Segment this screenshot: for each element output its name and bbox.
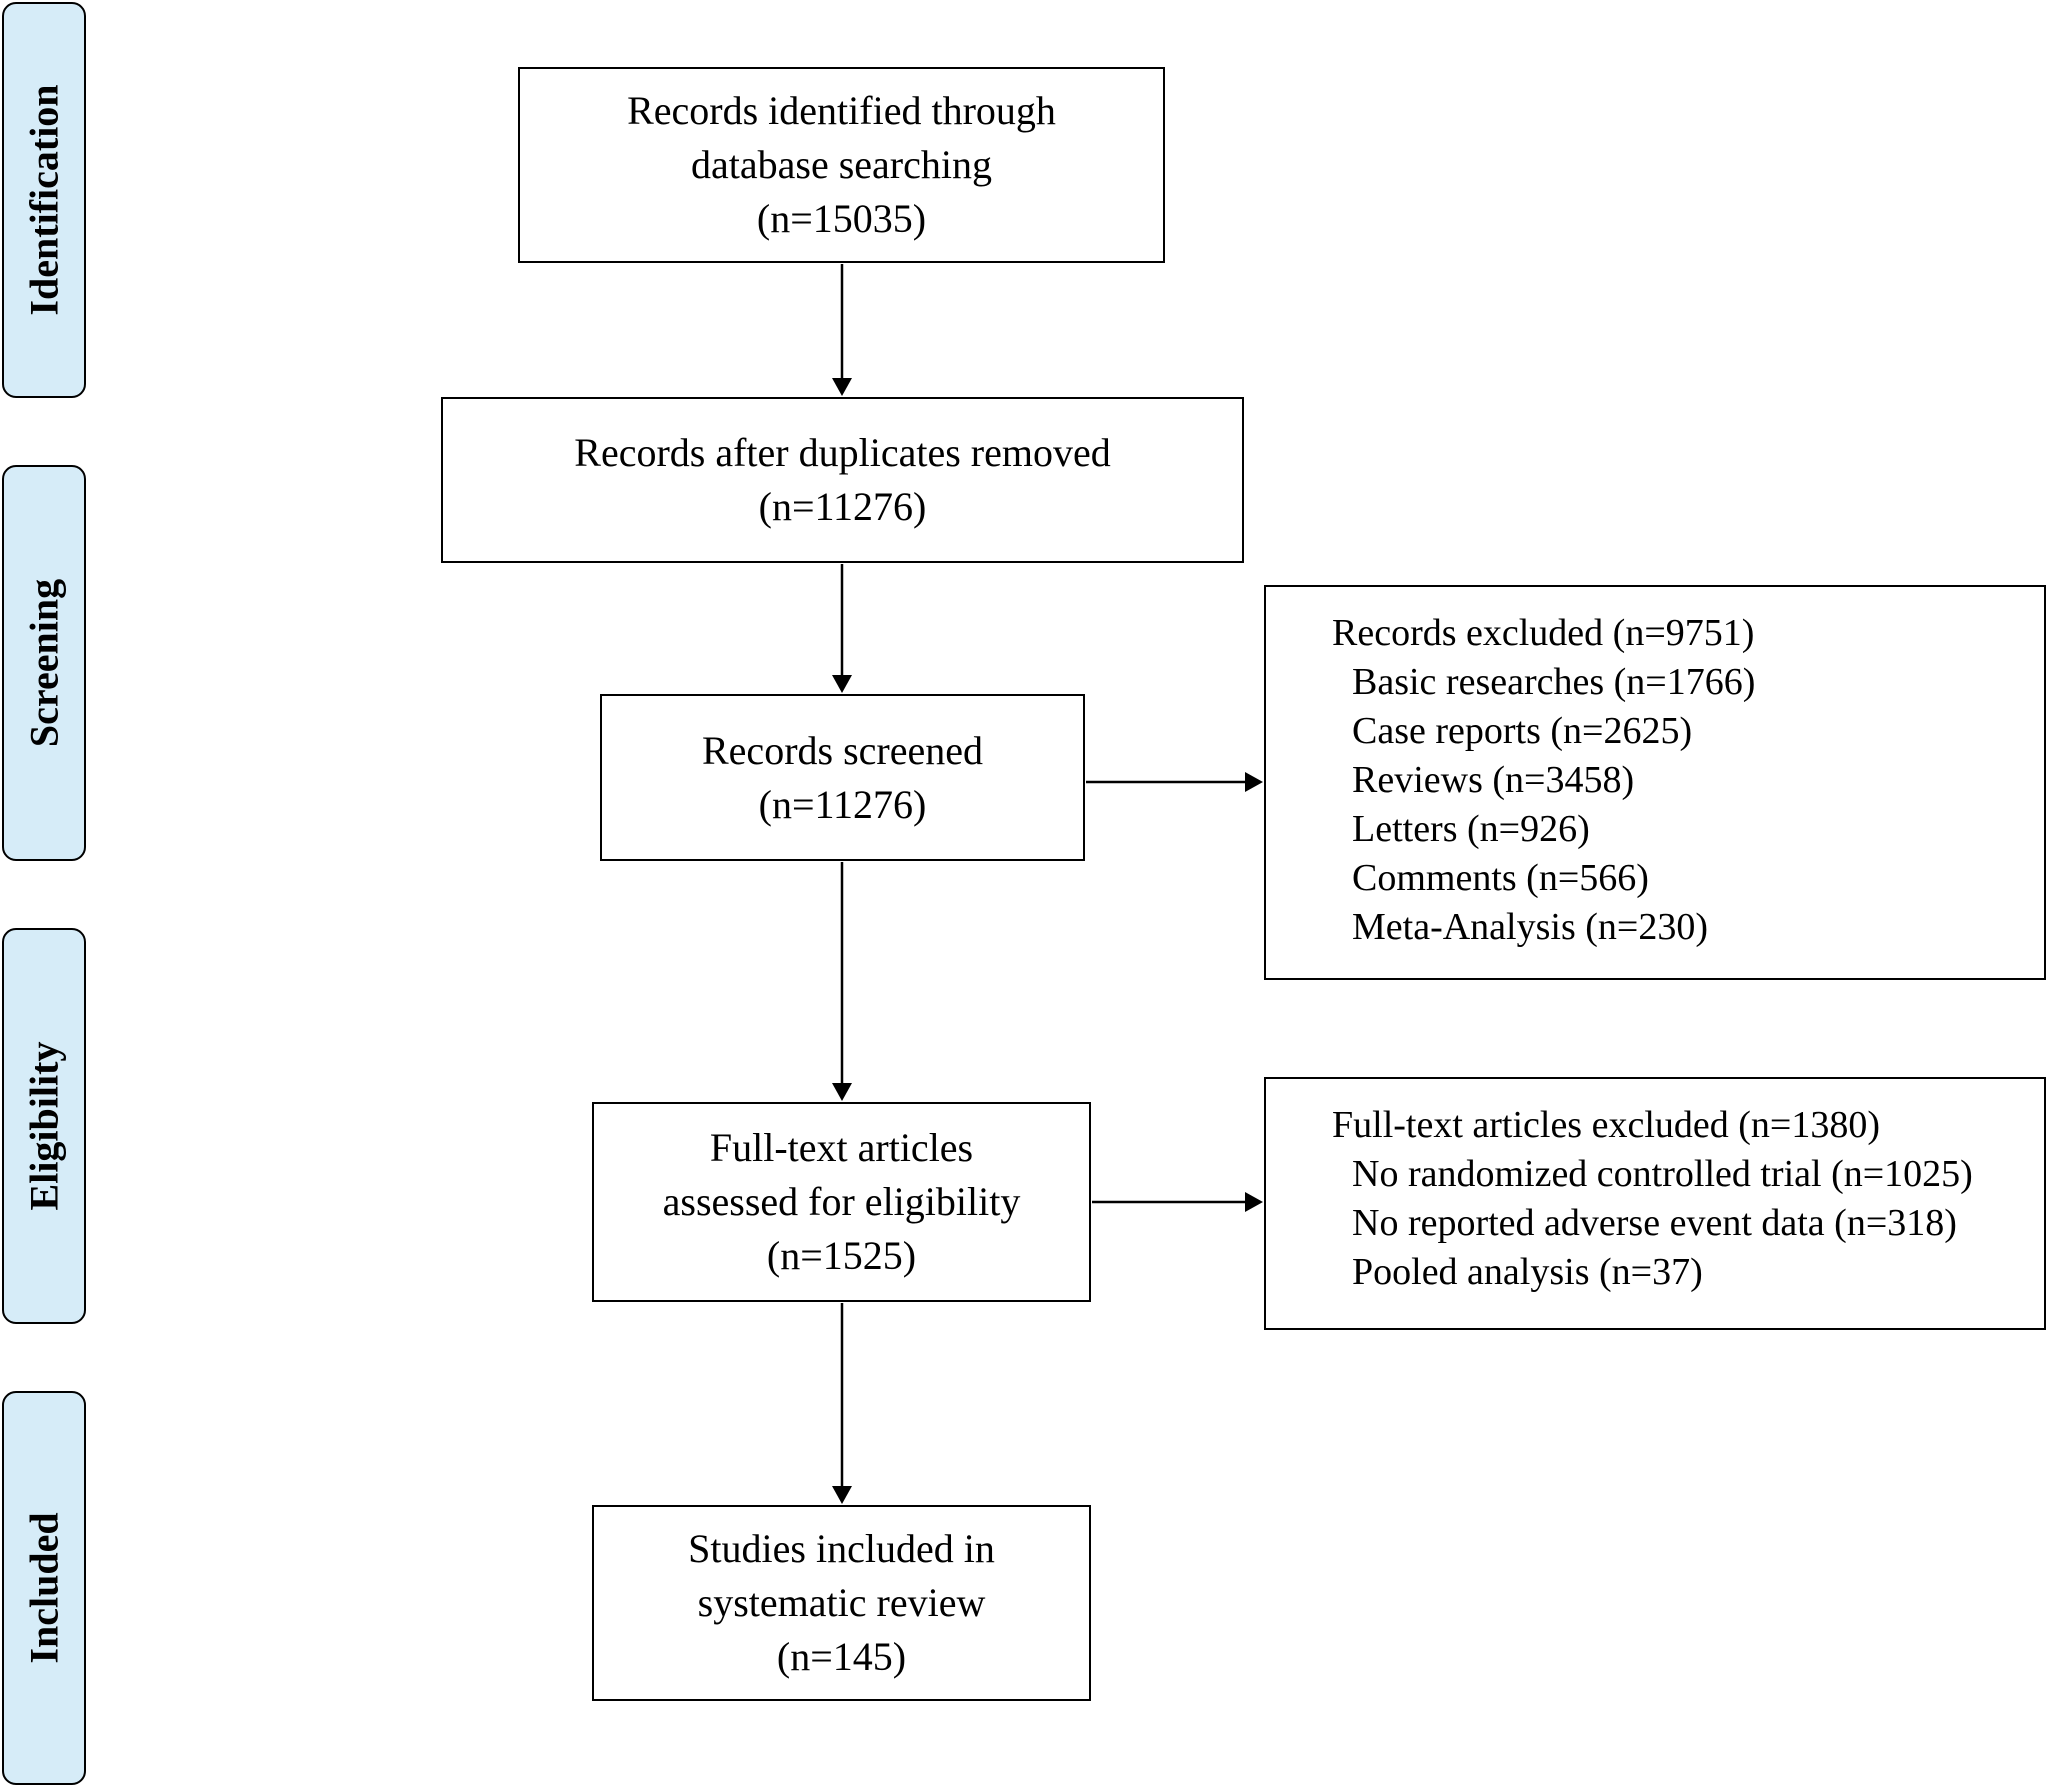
exclusion-item: No reported adverse event data (n=318) — [1352, 1202, 1957, 1244]
box-line: Records screened — [702, 727, 983, 773]
full-text-excluded-box: Full-text articles excluded (n=1380) No … — [1264, 1077, 2046, 1330]
exclusion-item: Case reports (n=2625) — [1352, 710, 1693, 752]
arrowhead — [1245, 1192, 1263, 1212]
stage-eligibility: Eligibility — [2, 928, 86, 1324]
box-line: (n=145) — [776, 1634, 907, 1679]
exclusion-item: No randomized controlled trial (n=1025) — [1352, 1153, 1973, 1195]
box-line: Records identified through — [627, 88, 1056, 133]
box-line: systematic review — [697, 1580, 986, 1625]
exclusion-item: Meta-Analysis (n=230) — [1352, 906, 1708, 948]
stage-included: Included — [2, 1391, 86, 1785]
arrowhead — [832, 378, 852, 396]
box-line: Studies included in — [688, 1526, 995, 1571]
arrowhead — [832, 1083, 852, 1101]
box-line: database searching — [691, 142, 992, 187]
arrowhead — [1245, 772, 1263, 792]
arrowhead — [832, 675, 852, 693]
exclusion-heading: Records excluded (n=9751) — [1332, 612, 1755, 654]
stage-identification: Identification — [2, 2, 86, 398]
duplicates-removed-box: Records after duplicates removed (n=1127… — [441, 397, 1244, 563]
box-line: Records after duplicates removed — [574, 430, 1111, 475]
exclusion-item: Reviews (n=3458) — [1352, 759, 1635, 801]
records-excluded-box: Records excluded (n=9751) Basic research… — [1264, 585, 2046, 980]
box-line: (n=11276) — [758, 484, 927, 529]
exclusion-item: Comments (n=566) — [1352, 857, 1649, 899]
box-line: (n=1525) — [766, 1233, 917, 1278]
box-line: assessed for eligibility — [662, 1179, 1021, 1224]
records-screened-box: Records screened (n=11276) — [600, 694, 1085, 861]
exclusion-heading: Full-text articles excluded (n=1380) — [1332, 1104, 1880, 1146]
identified-records-box: Records identified through database sear… — [518, 67, 1165, 263]
box-line: Full-text articles — [709, 1125, 974, 1170]
full-text-assessed-box: Full-text articles assessed for eligibil… — [592, 1102, 1091, 1302]
box-line: (n=15035) — [756, 196, 927, 241]
stage-screening: Screening — [2, 465, 86, 861]
box-line: (n=11276) — [758, 781, 927, 827]
exclusion-item: Letters (n=926) — [1352, 808, 1590, 850]
studies-included-box: Studies included in systematic review (n… — [592, 1505, 1091, 1701]
exclusion-item: Pooled analysis (n=37) — [1352, 1251, 1703, 1293]
arrowhead — [832, 1486, 852, 1504]
exclusion-item: Basic researches (n=1766) — [1352, 661, 1756, 703]
